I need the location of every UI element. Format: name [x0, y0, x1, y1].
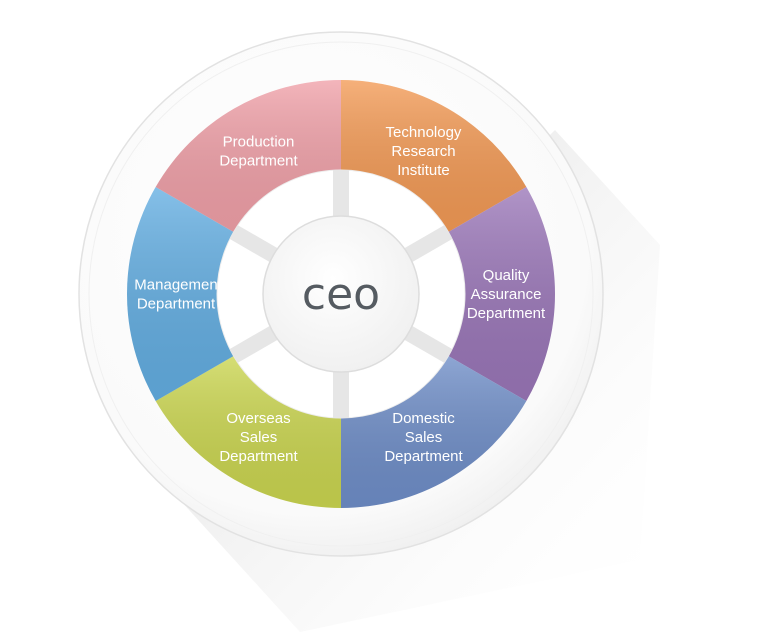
segment-overseas-shade [155, 354, 341, 508]
inner-spoke [229, 225, 278, 262]
inner-spoke [229, 326, 278, 363]
segment-overseas-label-line: Department [219, 448, 298, 465]
segment-quality-label-line: Department [467, 305, 546, 322]
segment-quality-label-line: Quality [483, 267, 530, 284]
segment-overseas-label-line: Sales [240, 429, 278, 446]
spoke-group [229, 170, 453, 418]
segment-management-shade [126, 187, 238, 401]
segment-domestic-label-line: Sales [405, 429, 443, 446]
segment-management-label-line: Department [137, 296, 216, 313]
segment-group: TechnologyResearchInstituteQualityAssura… [126, 79, 555, 508]
segment-technology-label-line: Research [391, 143, 455, 160]
segment-domestic-label-line: Domestic [392, 410, 455, 427]
segment-technology-label-line: Institute [397, 162, 450, 179]
segment-technology-shade [341, 80, 527, 234]
segment-quality-label-line: Assurance [471, 286, 542, 303]
segment-quality-shade [444, 187, 555, 401]
segment-management-label-line: Managemen [134, 277, 217, 294]
center-hub [262, 215, 420, 373]
center-label: ceo [302, 269, 380, 320]
segment-production-shade [155, 79, 341, 234]
segment-overseas-label-line: Overseas [226, 410, 290, 427]
inner-spoke [404, 225, 453, 262]
segment-domestic-label-line: Department [384, 448, 463, 465]
segment-production-label-line: Department [219, 153, 298, 170]
segment-domestic-shade [341, 354, 527, 508]
segment-technology-label-line: Technology [386, 124, 462, 141]
inner-spoke [404, 326, 453, 363]
segment-production-label-line: Production [223, 134, 295, 151]
